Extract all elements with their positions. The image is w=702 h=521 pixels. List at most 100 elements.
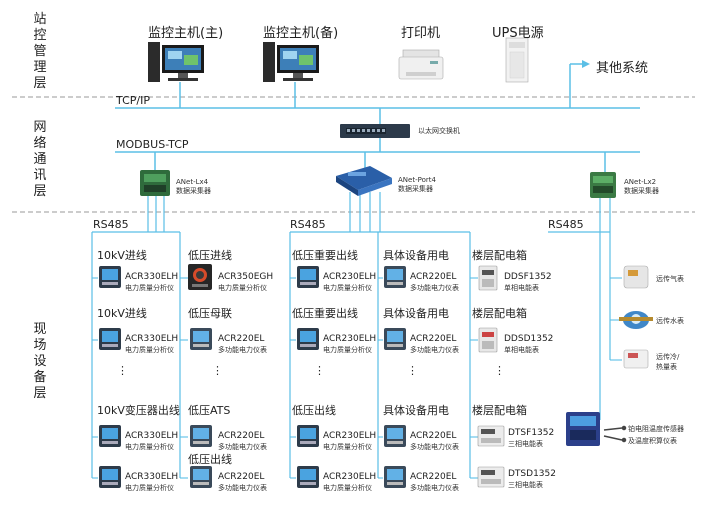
device-model: ACR230ELH bbox=[323, 272, 377, 282]
group-heading: 10kV变压器出线 bbox=[97, 404, 180, 417]
modbus-label: MODBUS-TCP bbox=[116, 138, 189, 151]
tcpip-label: TCP/IP bbox=[116, 94, 150, 107]
group-heading: 楼层配电箱 bbox=[472, 404, 527, 417]
layer-label-network: 网络通讯层 bbox=[33, 120, 47, 199]
device-desc: 多功能电力仪表 bbox=[410, 443, 459, 451]
device-model: ACR220EL bbox=[218, 472, 265, 482]
device-model: ACR220EL bbox=[410, 431, 457, 441]
temperature-sensor-label: 铂电阻温度传感器 bbox=[628, 425, 684, 433]
device-desc: 多功能电力仪表 bbox=[410, 284, 459, 292]
device-model: ACR220EL bbox=[410, 472, 457, 482]
device-desc: 多功能电力仪表 bbox=[410, 484, 459, 492]
ellipsis: ⋮ bbox=[212, 364, 223, 377]
group-heading: 10kV进线 bbox=[97, 249, 147, 262]
modbus-bus bbox=[115, 138, 640, 172]
device-desc: 多功能电力仪表 bbox=[218, 484, 267, 492]
group-heading: 低压出线 bbox=[188, 453, 232, 466]
ellipsis: ⋮ bbox=[407, 364, 418, 377]
ethernet-switch-icon bbox=[340, 124, 410, 138]
group-heading: 具体设备用电 bbox=[383, 249, 449, 262]
device-model: ACR220EL bbox=[218, 431, 265, 441]
temperature-integrator-icon bbox=[566, 412, 600, 446]
gas-meter-icon bbox=[623, 265, 649, 289]
group-heading: 低压母联 bbox=[188, 307, 232, 320]
device-desc: 电力质量分析仪 bbox=[125, 284, 174, 292]
device-desc: 多功能电力仪表 bbox=[218, 346, 267, 354]
device-model: ACR350EGH bbox=[218, 272, 274, 282]
device-model: ACR230ELH bbox=[323, 334, 377, 344]
ellipsis: ⋮ bbox=[314, 364, 325, 377]
group-heading: 低压ATS bbox=[188, 404, 231, 417]
printer-icon bbox=[398, 49, 444, 80]
water-meter-icon bbox=[619, 311, 653, 329]
host-main-label: 监控主机(主) bbox=[148, 26, 224, 41]
printer-label: 打印机 bbox=[401, 26, 441, 41]
device-desc: 电力质量分析仪 bbox=[125, 346, 174, 354]
device-desc: 单相电能表 bbox=[504, 346, 539, 354]
heat-meter-label-2: 热量表 bbox=[656, 363, 677, 371]
gateway-lx2-sub: 数据采集器 bbox=[624, 187, 659, 195]
group-heading: 低压重要出线 bbox=[292, 307, 358, 320]
group-heading: 楼层配电箱 bbox=[472, 249, 527, 262]
group-heading: 具体设备用电 bbox=[383, 404, 449, 417]
group-heading: 10kV进线 bbox=[97, 307, 147, 320]
other-systems-label: 其他系统 bbox=[596, 61, 649, 76]
device-model: ACR230ELH bbox=[323, 472, 377, 482]
group-heading: 低压出线 bbox=[292, 404, 336, 417]
device-model: ACR330ELH bbox=[125, 272, 179, 282]
arrow-icon bbox=[582, 60, 590, 68]
device-desc: 电力质量分析仪 bbox=[125, 484, 174, 492]
rs485-label-1: RS485 bbox=[93, 218, 129, 231]
gateway-port4-name: ANet-Port4 bbox=[398, 176, 436, 184]
device-desc: 三相电能表 bbox=[508, 481, 543, 489]
device-model: DTSD1352 bbox=[508, 469, 556, 479]
gateway-lx2-icon bbox=[590, 172, 616, 198]
tcpip-bus bbox=[115, 63, 640, 124]
device-model: ACR220EL bbox=[410, 272, 457, 282]
gateway-lx4-name: ANet-Lx4 bbox=[176, 178, 209, 186]
layer-label-station: 站控管理层 bbox=[33, 12, 47, 91]
group-heading: 低压重要出线 bbox=[292, 249, 358, 262]
device-model: ACR330ELH bbox=[125, 472, 179, 482]
device-model: DDSD1352 bbox=[504, 334, 554, 344]
meter-icons bbox=[99, 264, 505, 488]
temperature-integrator-label: 及温度积算仪表 bbox=[628, 437, 677, 445]
host-main-icon bbox=[148, 42, 204, 82]
device-model: ACR220EL bbox=[410, 334, 457, 344]
device-model: DDSF1352 bbox=[504, 272, 552, 282]
gas-meter-label: 远传气表 bbox=[656, 275, 684, 283]
rs485-label-2: RS485 bbox=[290, 218, 326, 231]
device-desc: 电力质量分析仪 bbox=[218, 284, 267, 292]
device-desc: 电力质量分析仪 bbox=[323, 443, 372, 451]
switch-label: 以太网交换机 bbox=[418, 127, 460, 135]
host-backup-icon bbox=[263, 42, 319, 82]
host-backup-label: 监控主机(备) bbox=[263, 26, 339, 41]
heat-meter-label-1: 远传冷/ bbox=[656, 353, 680, 361]
device-desc: 单相电能表 bbox=[504, 284, 539, 292]
ellipsis: ⋮ bbox=[494, 364, 505, 377]
water-meter-label: 远传水表 bbox=[656, 317, 684, 325]
temperature-sensor-icons bbox=[603, 425, 627, 443]
device-model: ACR220EL bbox=[218, 334, 265, 344]
gateway-port4-sub: 数据采集器 bbox=[398, 185, 433, 193]
ellipsis: ⋮ bbox=[117, 364, 128, 377]
ups-icon bbox=[505, 37, 529, 83]
gateway-lx2-name: ANet-Lx2 bbox=[624, 178, 657, 186]
device-desc: 多功能电力仪表 bbox=[410, 346, 459, 354]
gateway-lx4-icon bbox=[140, 170, 170, 196]
gateway-drops bbox=[147, 192, 611, 232]
device-model: ACR230ELH bbox=[323, 431, 377, 441]
device-desc: 多功能电力仪表 bbox=[218, 443, 267, 451]
device-desc: 电力质量分析仪 bbox=[125, 443, 174, 451]
gateway-lx4-sub: 数据采集器 bbox=[176, 187, 211, 195]
ups-label: UPS电源 bbox=[492, 26, 544, 41]
device-model: ACR330ELH bbox=[125, 334, 179, 344]
group-heading: 低压进线 bbox=[188, 249, 232, 262]
device-desc: 电力质量分析仪 bbox=[323, 484, 372, 492]
device-desc: 三相电能表 bbox=[508, 440, 543, 448]
gateway-port4-icon bbox=[336, 166, 392, 196]
group-heading: 具体设备用电 bbox=[383, 307, 449, 320]
device-model: DTSF1352 bbox=[508, 428, 555, 438]
device-desc: 电力质量分析仪 bbox=[323, 346, 372, 354]
